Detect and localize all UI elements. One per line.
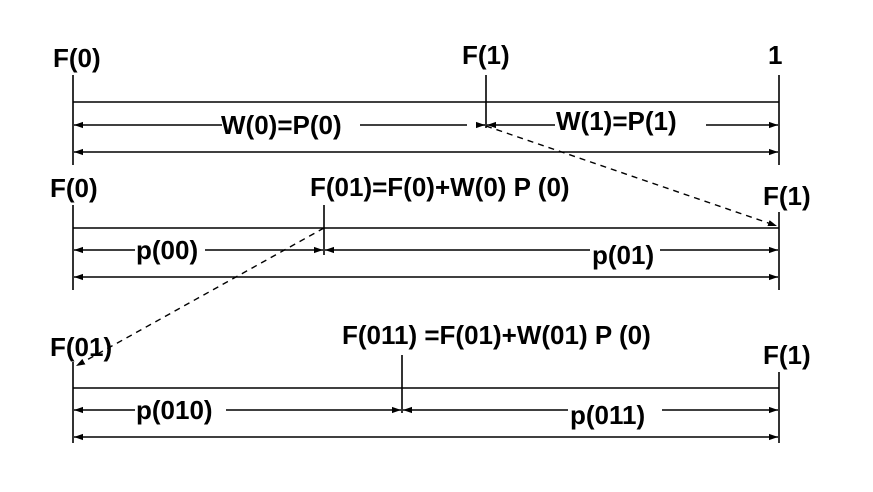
row2-right-label: F(1) [763,181,811,211]
row-1: W(0)=P(0) W(1)=P(1) F(0) F(1) 1 [53,40,782,165]
row3-mid-label: F(011) =F(01)+W(01) P (0) [342,320,651,350]
row1-left-label: F(0) [53,43,101,73]
row-3: p(010) p(011) F(01) F(011) =F(01)+W(01) … [50,320,811,443]
row2-left-label: F(0) [50,173,98,203]
projection-row2-to-row3 [75,227,325,367]
projection-row1-to-row2 [485,125,778,227]
row3-right-label: F(1) [763,340,811,370]
w1-label: W(1)=P(1) [556,106,677,136]
p01-label: p(01) [592,240,654,270]
row2-mid-label: F(01)=F(0)+W(0) P (0) [310,172,570,202]
row1-right-label: 1 [768,40,782,70]
w0-label: W(0)=P(0) [221,110,342,140]
row3-left-label: F(01) [50,332,112,362]
row1-mid-label: F(1) [462,40,510,70]
p011-label: p(011) [570,400,645,430]
p010-label: p(010) [136,395,213,425]
row-2: p(00) p(01) F(0) F(01)=F(0)+W(0) P (0) F… [50,172,811,290]
p00-label: p(00) [136,235,198,265]
